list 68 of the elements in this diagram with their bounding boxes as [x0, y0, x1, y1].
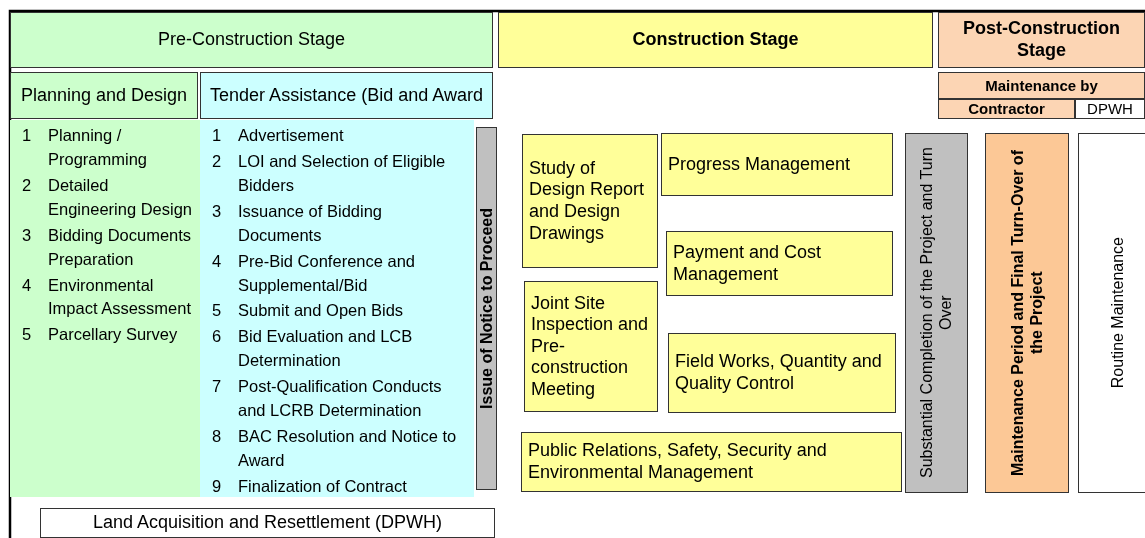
box-label: Construction Stage	[632, 29, 799, 51]
box-label: Joint Site Inspection and Pre-construction Meeting	[531, 292, 650, 401]
task-text: Pre-Bid Conference and Supplemental/Bid	[238, 250, 417, 296]
task-text: Advertisement	[238, 125, 344, 146]
box-label: Payment and Cost Management	[673, 241, 823, 286]
note-box	[40, 508, 495, 538]
maintenance-bar	[1078, 133, 1145, 493]
activity-box	[668, 333, 896, 413]
item-number: 9	[211, 475, 223, 497]
item-number: 3	[211, 200, 223, 222]
task-text: Finalization of Contract	[238, 475, 407, 497]
box-label: Tender Assistance (Bid and Award	[210, 84, 483, 107]
task-text: Parcellary Survey	[48, 324, 178, 346]
box-label: Land Acquisition and Resettlement (DPWH)	[92, 512, 443, 534]
item-number: 1	[211, 125, 223, 146]
item-number: 8	[211, 426, 223, 448]
column-header	[938, 99, 1075, 119]
item-number: 4	[211, 250, 223, 272]
column-header	[1075, 99, 1145, 119]
task-text: Issuance of Bidding Documents	[238, 200, 383, 246]
item-number: 2	[21, 174, 33, 196]
box-label: DPWH	[1087, 100, 1133, 118]
stage-header	[10, 12, 493, 68]
item-number: 3	[21, 224, 33, 246]
task-text: Planning / Programming	[48, 125, 149, 170]
box-label: Contractor	[968, 100, 1045, 118]
vertical-label: Routine Maintenance	[1108, 237, 1128, 389]
item-number: 6	[211, 326, 223, 348]
activity-box	[524, 281, 658, 412]
task-text: Bid Evaluation and LCB Determination	[238, 326, 414, 372]
task-text: Environmental Impact Assessment	[48, 274, 193, 320]
task-panel	[200, 120, 474, 497]
task-text: Submit and Open Bids	[238, 300, 404, 322]
column-header	[200, 72, 493, 119]
column-header	[938, 72, 1145, 99]
task-text: BAC Resolution and Notice to Award	[238, 426, 458, 471]
vertical-label: Issue of Notice to Proceed	[476, 208, 496, 409]
item-number: 1	[21, 125, 33, 146]
box-label: Pre-Construction Stage	[157, 29, 346, 51]
box-label: Progress Management	[668, 153, 851, 176]
column-header	[10, 72, 198, 119]
stage-header	[498, 12, 933, 68]
item-number: 4	[21, 274, 33, 296]
box-label: Study of Design Report and Design Drawings	[529, 157, 646, 245]
activity-box	[661, 133, 893, 196]
box-label: Maintenance by	[985, 76, 1098, 95]
milestone-bar	[985, 133, 1069, 493]
task-text: Detailed Engineering Design	[48, 174, 193, 220]
item-number: 7	[211, 376, 223, 398]
activity-box	[522, 134, 658, 268]
box-label: Public Relations, Safety, Security and Environmental Management	[528, 440, 828, 484]
stage-header	[938, 12, 1145, 68]
box-label: Field Works, Quantity and Quality Control	[675, 351, 883, 395]
task-text: Bidding Documents Preparation	[48, 224, 193, 270]
box-label: Planning and Design	[20, 84, 188, 107]
activity-box	[521, 432, 902, 492]
box-label: Post-Construction Stage	[962, 18, 1121, 62]
activity-box	[666, 231, 893, 296]
vertical-label: Maintenance Period and Final Turn-Over of the Project	[1007, 149, 1046, 478]
task-panel	[10, 120, 200, 497]
item-number: 2	[211, 150, 223, 172]
task-text: Post-Qualification Conducts and LCRB Determination	[238, 376, 443, 422]
milestone-bar	[476, 127, 497, 490]
item-number: 5	[211, 300, 223, 322]
milestone-bar	[905, 133, 968, 493]
task-text: LOI and Selection of Eligible Bidders	[238, 150, 447, 196]
vertical-label: Substantial Completion of the Project and Turn Over	[917, 146, 956, 481]
item-number: 5	[21, 324, 33, 346]
